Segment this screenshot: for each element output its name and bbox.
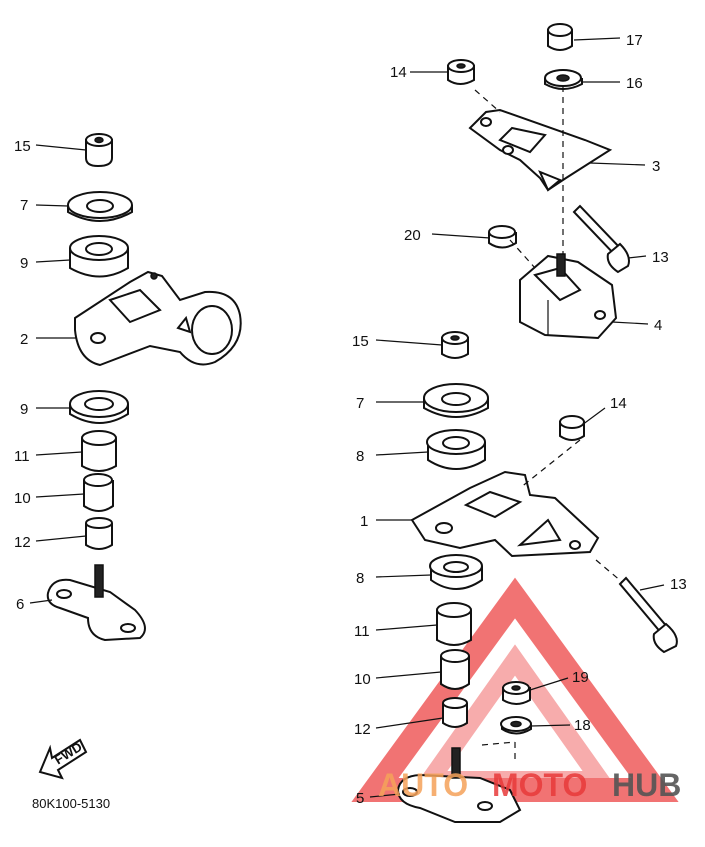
part-14-nut-upper xyxy=(447,59,475,85)
callout-5: 5 xyxy=(356,790,364,807)
callout-4: 4 xyxy=(654,317,662,334)
callout-7-left: 7 xyxy=(20,197,28,214)
part-11-collar-right xyxy=(436,602,472,646)
part-19-nut xyxy=(502,681,531,705)
part-10-collar-left xyxy=(83,473,114,512)
callout-9-left-upper: 9 xyxy=(20,255,28,272)
part-18-washer xyxy=(500,716,532,735)
callout-15-left: 15 xyxy=(14,138,31,155)
part-8-damper-lower xyxy=(429,554,483,590)
leader-lines xyxy=(29,37,665,798)
callout-14-mid: 14 xyxy=(610,395,627,412)
part-11-collar-left xyxy=(81,430,117,472)
part-12-collar-right xyxy=(442,697,468,728)
callout-10-right: 10 xyxy=(354,671,371,688)
callout-13-lower: 13 xyxy=(670,576,687,593)
part-9-damper-lower xyxy=(69,390,129,424)
part-9-damper-upper xyxy=(69,235,129,278)
part-15-nut-left xyxy=(85,133,113,168)
part-1-bracket xyxy=(410,470,600,558)
callouts-right: 17 14 16 3 20 13 4 15 7 14 8 1 8 13 11 1… xyxy=(352,32,687,807)
part-20-nut xyxy=(488,225,517,249)
callout-8-upper: 8 xyxy=(356,448,364,465)
callout-11-right: 11 xyxy=(354,623,370,640)
callout-16: 16 xyxy=(626,75,643,92)
callout-10-left: 10 xyxy=(14,490,31,507)
callout-17: 17 xyxy=(626,32,643,49)
callout-20: 20 xyxy=(404,227,421,244)
watermark-logo xyxy=(351,577,679,802)
part-5-plate xyxy=(396,747,522,823)
callout-19: 19 xyxy=(572,669,589,686)
part-10-collar-right xyxy=(440,649,470,690)
part-code-label: 80K100-5130 xyxy=(32,796,110,811)
callout-1: 1 xyxy=(360,513,368,530)
part-14-nut-mid xyxy=(559,415,585,441)
part-7-washer-right xyxy=(423,383,489,418)
part-13-bolt-lower xyxy=(618,576,678,654)
part-15-nut-right xyxy=(441,331,469,359)
watermark-text-moto: MOTO xyxy=(492,767,587,803)
part-6-plate xyxy=(46,564,146,642)
callouts-left: 15 7 9 2 9 11 10 12 6 xyxy=(14,138,31,613)
watermark-text-auto: AUTO xyxy=(378,767,468,803)
callout-3: 3 xyxy=(652,158,660,175)
part-8-damper-upper xyxy=(426,429,486,470)
callout-6: 6 xyxy=(16,596,24,613)
part-7-washer-left xyxy=(67,191,133,222)
callout-15-right: 15 xyxy=(352,333,369,350)
callout-12-left: 12 xyxy=(14,534,31,551)
part-12-collar-left xyxy=(85,517,113,550)
callout-11-left: 11 xyxy=(14,448,30,465)
part-3-bracket xyxy=(468,108,613,192)
part-17-nut xyxy=(547,23,573,51)
callout-7-right: 7 xyxy=(356,395,364,412)
callout-13-upper: 13 xyxy=(652,249,669,266)
callout-9-left-lower: 9 xyxy=(20,401,28,418)
fwd-arrow: FWD xyxy=(38,738,88,780)
part-13-bolt-upper xyxy=(572,204,630,274)
callout-8-lower: 8 xyxy=(356,570,364,587)
part-4-mount xyxy=(519,253,618,340)
part-2-bracket xyxy=(74,270,242,367)
callout-12-right: 12 xyxy=(354,721,371,738)
callout-2: 2 xyxy=(20,331,28,348)
callout-14-upper: 14 xyxy=(390,64,407,81)
callout-18: 18 xyxy=(574,717,591,734)
watermark-text-hub: HUB xyxy=(612,767,681,803)
watermark-text: AUTO MOTO HUB xyxy=(378,767,681,803)
